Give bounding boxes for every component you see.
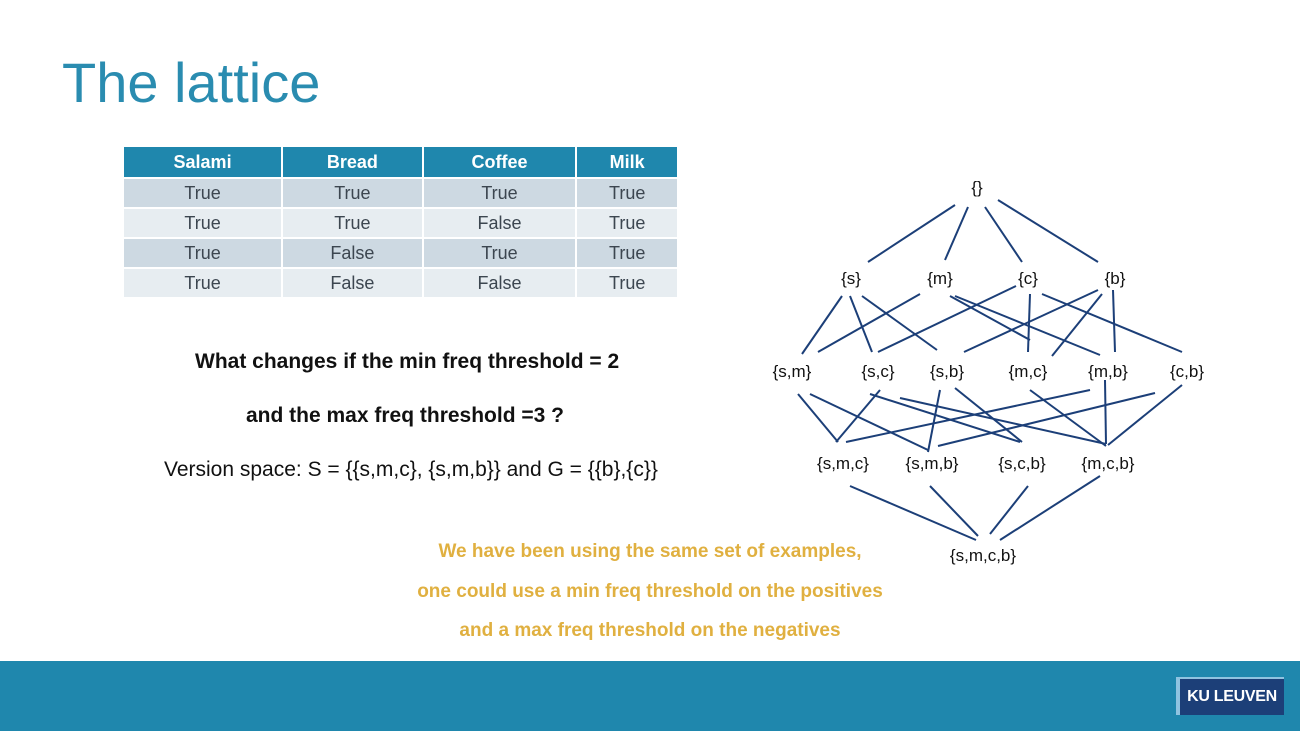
- lattice-edge: [1029, 389, 1107, 447]
- lattice-edge: [797, 393, 839, 443]
- table-cell: True: [121, 237, 284, 269]
- lattice-node-mc: {m,c}: [1009, 362, 1048, 381]
- lattice-nodes: {} {s} {m} {c} {b} {s,m} {s,c} {s,b} {m,…: [773, 178, 1205, 565]
- lattice-node-m: {m}: [927, 269, 953, 288]
- lattice-edge: [835, 389, 881, 443]
- lattice-edge: [997, 199, 1099, 263]
- transactions-table: Salami Bread Coffee Milk True True True …: [121, 145, 679, 299]
- lattice-edge: [954, 295, 1101, 356]
- lattice-node-sb: {s,b}: [930, 362, 964, 381]
- table-row: True True True True: [121, 177, 679, 209]
- lattice-edge: [849, 485, 977, 541]
- table-row: True False False True: [121, 267, 679, 299]
- lattice-edge: [963, 289, 1099, 353]
- lattice-edge: [809, 393, 929, 451]
- lattice-edge: [1112, 289, 1116, 353]
- question-line-2: and the max freq threshold =3 ?: [246, 404, 564, 427]
- table-cell: True: [121, 207, 284, 239]
- table-cell: False: [421, 207, 578, 239]
- table-cell: True: [421, 237, 578, 269]
- lattice-node-b: {b}: [1105, 269, 1126, 288]
- lattice-node-sc: {s,c}: [861, 362, 894, 381]
- ku-leuven-logo: KU LEUVEN: [1176, 677, 1284, 715]
- lattice-edge: [937, 392, 1156, 447]
- note-line-1: We have been using the same set of examp…: [438, 541, 862, 562]
- lattice-node-s: {s}: [841, 269, 861, 288]
- lattice-node-c: {c}: [1018, 269, 1038, 288]
- header-coffee: Coffee: [421, 145, 578, 179]
- table-cell: True: [121, 177, 284, 209]
- note-line-3: and a max freq threshold on the negative…: [459, 620, 841, 641]
- lattice-edge: [944, 206, 969, 261]
- lattice-edge: [989, 485, 1029, 535]
- lattice-edge: [1107, 384, 1183, 446]
- question-line-1: What changes if the min freq threshold =…: [195, 350, 620, 373]
- lattice-edge: [867, 204, 956, 263]
- lattice-edge: [984, 206, 1023, 263]
- table-cell: True: [421, 177, 578, 209]
- lattice-edge: [954, 387, 1023, 443]
- lattice-edge: [801, 295, 843, 355]
- header-bread: Bread: [281, 145, 424, 179]
- table-cell: False: [281, 267, 424, 299]
- table-row: True True False True: [121, 207, 679, 239]
- table-cell: True: [575, 207, 679, 239]
- slide-title: The lattice: [62, 51, 321, 114]
- table-cell: True: [281, 177, 424, 209]
- table-cell: True: [281, 207, 424, 239]
- header-salami: Salami: [121, 145, 284, 179]
- lattice-node-sm: {s,m}: [773, 362, 812, 381]
- lattice-node-empty: {}: [971, 178, 983, 197]
- lattice-edge: [817, 293, 921, 353]
- lattice-node-cb: {c,b}: [1170, 362, 1204, 381]
- table-cell: True: [121, 267, 284, 299]
- footer-bar: [0, 661, 1300, 731]
- version-space-text: Version space: S = {{s,m,c}, {s,m,b}} an…: [164, 458, 658, 481]
- lattice-edge: [1104, 379, 1107, 445]
- table-cell: True: [575, 267, 679, 299]
- table-cell: True: [575, 177, 679, 209]
- table-cell: False: [421, 267, 578, 299]
- lattice-edge: [899, 397, 1107, 445]
- lattice-edge: [1041, 293, 1183, 353]
- lattice-node-scb: {s,c,b}: [998, 454, 1046, 473]
- lattice-edge: [927, 389, 941, 453]
- lattice-edge: [869, 393, 1021, 443]
- lattice-node-smb: {s,m,b}: [906, 454, 959, 473]
- lattice-edge: [845, 389, 1091, 443]
- lattice-edge: [849, 295, 873, 353]
- table-cell: False: [281, 237, 424, 269]
- note-line-2: one could use a min freq threshold on th…: [417, 581, 883, 602]
- lattice-edge: [1051, 293, 1103, 357]
- lattice-edge: [999, 475, 1101, 541]
- table-cell: True: [575, 237, 679, 269]
- lattice-edge: [949, 295, 1031, 341]
- lattice-node-smcb: {s,m,c,b}: [950, 546, 1016, 565]
- table-row: True False True True: [121, 237, 679, 269]
- header-milk: Milk: [575, 145, 679, 179]
- lattice-edge: [861, 295, 938, 351]
- lattice-node-mb: {m,b}: [1088, 362, 1128, 381]
- lattice-edges: [797, 199, 1183, 541]
- table-header-row: Salami Bread Coffee Milk: [121, 145, 679, 179]
- lattice-edge: [877, 285, 1017, 353]
- lattice-edge: [929, 485, 979, 537]
- lattice-node-smc: {s,m,c}: [817, 454, 869, 473]
- lattice-node-mcb: {m,c,b}: [1082, 454, 1135, 473]
